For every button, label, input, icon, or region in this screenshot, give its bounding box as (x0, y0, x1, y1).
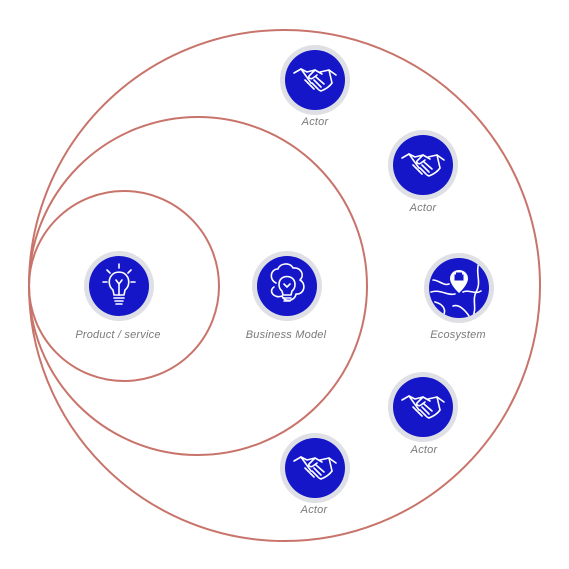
map-pin-icon (429, 258, 489, 318)
ecosystem-node (424, 253, 494, 323)
product-service-ring (28, 190, 220, 382)
handshake-icon (285, 438, 345, 498)
product-service-label: Product / service (75, 329, 161, 341)
actor-label-bottom: Actor (300, 504, 328, 516)
handshake-icon (285, 50, 345, 110)
actor-label-lower-right: Actor (410, 444, 438, 456)
actor-label-upper-right: Actor (409, 202, 437, 214)
ecosystem-label: Ecosystem (430, 329, 486, 341)
actor-node-upper-right (388, 130, 458, 200)
actor-node-lower-right (388, 372, 458, 442)
lightbulb-cloud-icon (257, 256, 317, 316)
product-service-node (84, 251, 154, 321)
business-model-label: Business Model (245, 329, 327, 341)
handshake-icon (393, 377, 453, 437)
actor-node-top (280, 45, 350, 115)
actor-node-bottom (280, 433, 350, 503)
handshake-icon (393, 135, 453, 195)
business-model-node (252, 251, 322, 321)
actor-label-top: Actor (301, 116, 329, 128)
lightbulb-icon (89, 256, 149, 316)
